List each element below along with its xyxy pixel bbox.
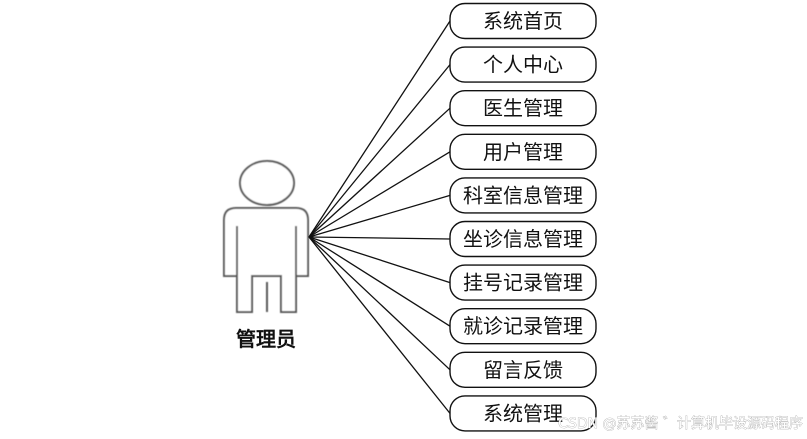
association-lines xyxy=(308,20,451,414)
csdn-watermark: CSDN @苏苏酱 ゛计算机毕设源码程序 xyxy=(558,416,803,432)
use-case-shape xyxy=(449,177,597,214)
use-case-shape xyxy=(449,46,597,83)
use-case-box: 挂号记录管理 xyxy=(449,264,597,301)
use-case-shape xyxy=(449,133,597,171)
use-case-box: 留言反馈 xyxy=(449,351,597,388)
association-line xyxy=(308,236,451,284)
association-line xyxy=(308,20,451,238)
use-case-shape xyxy=(449,2,597,40)
use-case-box: 医生管理 xyxy=(449,89,597,127)
association-line xyxy=(308,236,451,414)
use-case-shape xyxy=(449,395,597,432)
use-case-label: 系统管理 xyxy=(483,401,563,425)
use-case-label: 医生管理 xyxy=(483,96,563,120)
use-case-label: 坐诊信息管理 xyxy=(463,227,583,251)
association-line xyxy=(308,107,451,238)
use-case-label: 留言反馈 xyxy=(483,358,563,382)
association-line xyxy=(308,151,451,238)
use-case-shape xyxy=(449,220,597,258)
actor-head xyxy=(239,160,295,206)
use-case-box: 坐诊信息管理 xyxy=(449,220,597,258)
use-case-label: 科室信息管理 xyxy=(463,183,583,207)
use-case-box: 系统管理 xyxy=(449,395,597,432)
use-case-box: 科室信息管理 xyxy=(449,177,597,214)
use-case-box: 就诊记录管理 xyxy=(449,308,597,345)
use-case-shape xyxy=(449,264,597,301)
use-case-shape xyxy=(449,89,597,127)
association-line xyxy=(308,64,451,238)
actor-figure-icon xyxy=(223,160,309,313)
actor-body xyxy=(223,207,309,313)
use-case-box: 系统首页 xyxy=(449,2,597,40)
use-case-shape xyxy=(449,308,597,345)
use-case-label: 就诊记录管理 xyxy=(463,314,583,338)
association-line xyxy=(308,236,451,327)
use-case-label: 个人中心 xyxy=(483,53,563,77)
association-line xyxy=(308,236,451,371)
use-case-label: 挂号记录管理 xyxy=(463,271,583,295)
use-case-list: 系统首页个人中心医生管理用户管理科室信息管理坐诊信息管理挂号记录管理就诊记录管理… xyxy=(449,2,597,432)
use-case-box: 个人中心 xyxy=(449,46,597,83)
association-line xyxy=(308,236,451,240)
use-case-box: 用户管理 xyxy=(449,133,597,171)
use-case-label: 系统首页 xyxy=(483,9,563,33)
use-case-shape xyxy=(449,351,597,388)
use-case-label: 用户管理 xyxy=(483,140,563,164)
actor-label: 管理员 xyxy=(236,327,296,351)
association-line xyxy=(308,194,451,238)
